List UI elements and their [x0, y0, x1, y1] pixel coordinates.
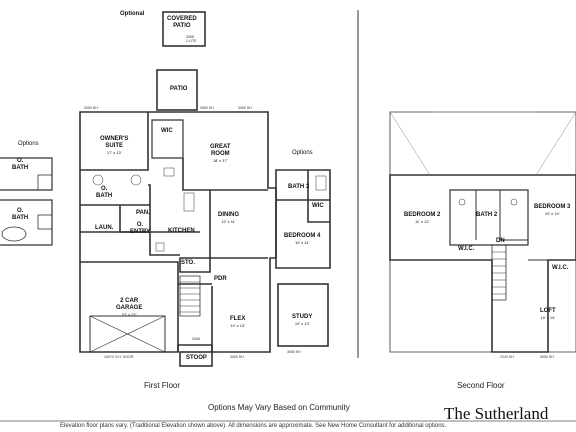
room-owners-suite-name: OWNER'S SUITE	[100, 136, 129, 149]
room-wic: WIC	[161, 128, 173, 134]
annotation-a4: 3050 SH	[238, 106, 252, 110]
room-laundry: LAUN.	[95, 225, 114, 231]
room-pantry: PAN.	[136, 210, 150, 216]
room-entry: O. ENTRY	[130, 222, 151, 235]
room-bedroom2: BEDROOM 2 11' x 12'	[404, 212, 440, 224]
room-bedroom3-name: BEDROOM 3	[534, 204, 571, 210]
room-garage-name: 2 CAR GARAGE	[116, 298, 143, 311]
room-study-dim: 10' x 13'	[294, 321, 310, 326]
room-dining: DINING 12' x 11'	[218, 212, 239, 224]
options-header-optional: Optional	[120, 11, 145, 17]
room-storage: STO.	[181, 260, 195, 266]
room-bedroom2-dim: 11' x 12'	[414, 219, 430, 224]
room-study: STUDY 10' x 13'	[292, 314, 312, 326]
room-kitchen: KITCHEN	[168, 228, 195, 234]
room-bedroom4-name: BEDROOM 4	[284, 233, 321, 239]
room-garage: 2 CAR GARAGE 21' x 22'	[116, 298, 142, 317]
annotation-a9: 2040 SH	[500, 355, 514, 359]
caption-first-floor: First Floor	[144, 381, 180, 390]
room-bedroom2-name: BEDROOM 2	[404, 212, 441, 218]
room-bath2: BATH 2	[476, 212, 498, 218]
annotation-a10: 3050 SH	[540, 355, 554, 359]
room-loft: LOFT 10' x 14'	[540, 308, 556, 320]
room-flex-name: FLEX	[230, 316, 246, 322]
room-bedroom4-dim: 10' x 11'	[294, 240, 310, 245]
room-study-name: STUDY	[292, 314, 313, 320]
annotation-a6: 3068	[192, 337, 200, 341]
room-great-room-dim: 18' x 17'	[212, 158, 228, 163]
room-powder: PDR	[214, 276, 227, 282]
disclaimer-text: Elevation floor plans vary. (Traditional…	[60, 423, 447, 429]
options-label-left: Options	[18, 141, 39, 147]
room-wic-2b: W.I.C.	[552, 265, 569, 271]
room-bath3: BATH 3	[288, 184, 310, 190]
annotation-a5: 16070 O.H. DOOR	[104, 355, 134, 359]
room-bedroom4: BEDROOM 4 10' x 11'	[284, 233, 320, 245]
room-stoop: STOOP	[186, 355, 207, 361]
options-label-mid: Options	[292, 150, 313, 156]
option-bath-2: O. BATH	[12, 208, 29, 221]
room-wic-2a: W.I.C.	[458, 246, 475, 252]
annotation-a1: 3068 1-LITE	[186, 35, 197, 43]
room-loft-name: LOFT	[540, 308, 556, 314]
room-dining-dim: 12' x 11'	[221, 219, 236, 224]
room-garage-dim: 21' x 22'	[121, 312, 137, 317]
annotation-a8: 3050 SH	[287, 350, 301, 354]
annotation-a3: 3050 SH	[200, 106, 214, 110]
room-o-bath: O. BATH	[96, 186, 113, 199]
room-owners-suite: OWNER'S SUITE 17' x 13'	[100, 136, 128, 155]
room-dining-name: DINING	[218, 212, 239, 218]
room-wic-option: WIC	[312, 203, 324, 209]
room-great-room: GREAT ROOM 18' x 17'	[210, 144, 231, 163]
caption-second-floor: Second Floor	[457, 381, 505, 390]
room-patio: PATIO	[170, 86, 188, 92]
annotation-a7: 3050 SH	[230, 355, 244, 359]
room-covered-patio: COVERED PATIO	[167, 16, 197, 29]
option-bath-1: O. BATH	[12, 158, 29, 171]
room-flex: FLEX 10' x 13'	[230, 316, 245, 328]
room-loft-dim: 10' x 14'	[540, 315, 556, 320]
stairs-down: DN	[496, 238, 505, 244]
room-flex-dim: 10' x 13'	[230, 323, 245, 328]
brand-title: The Sutherland	[444, 404, 549, 423]
room-bedroom3: BEDROOM 3 10' x 14'	[534, 204, 570, 216]
caption-options-note: Options May Vary Based on Community	[208, 403, 350, 412]
room-bedroom3-dim: 10' x 14'	[544, 211, 560, 216]
annotation-a2: 3050 SH	[84, 106, 98, 110]
room-owners-suite-dim: 17' x 13'	[106, 150, 122, 155]
room-great-room-name: GREAT ROOM	[210, 144, 231, 157]
